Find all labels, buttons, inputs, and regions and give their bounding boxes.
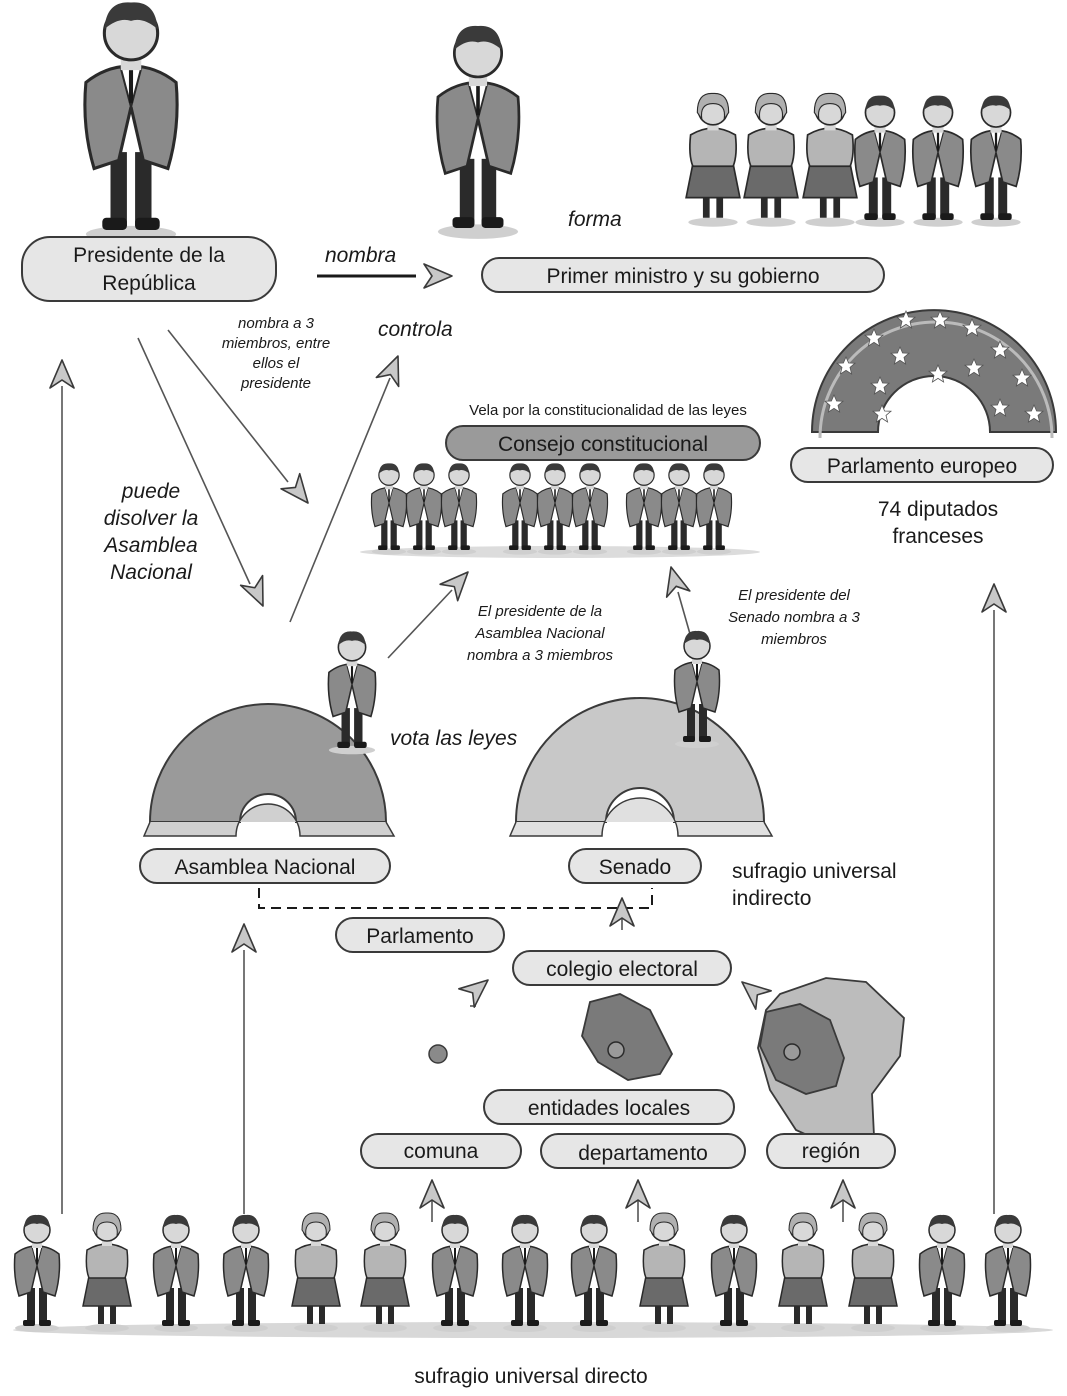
arrowhead-icon (239, 574, 275, 612)
president-figure-icon (85, 2, 177, 242)
national-assembly-hemicycle-icon (142, 703, 396, 837)
electoral-college-label: colegio electoral (546, 958, 698, 981)
president-label-line-1: Presidente de la (73, 244, 225, 267)
parliament-box: Parlamento (335, 917, 505, 953)
svg-text:nombra a 3: nombra a 3 (238, 315, 315, 332)
government-figures-icon (685, 92, 1023, 228)
department-label: departamento (578, 1142, 708, 1165)
annotation-nombra: nombra (325, 244, 396, 267)
department-map-icon (581, 993, 674, 1081)
council-members-icon (360, 462, 760, 558)
local-entities-box: entidades locales (483, 1089, 735, 1125)
constitutional-council-box: Consejo constitucional (445, 425, 761, 461)
annotation-forma: forma (568, 208, 622, 231)
national-assembly-box: Asamblea Nacional (139, 848, 391, 884)
prime-minister-label: Primer ministro y su gobierno (546, 265, 819, 288)
senate-hemicycle-icon (508, 697, 774, 837)
commune-label: comuna (404, 1140, 479, 1163)
annotation-direct-suffrage: sufragio universal directo (414, 1365, 647, 1388)
local-entities-label: entidades locales (528, 1097, 690, 1120)
commune-box: comuna (360, 1133, 522, 1169)
arrowhead-icon (439, 563, 478, 602)
arrowhead-icon (458, 970, 497, 1008)
svg-text:nombra a 3 miembros: nombra a 3 miembros (467, 647, 613, 664)
citizens-row-icon (13, 1212, 1053, 1338)
arrowhead-icon (49, 359, 75, 389)
svg-text:El presidente de la: El presidente de la (478, 603, 602, 620)
european-parliament-box: Parlamento europeo (790, 447, 1054, 483)
parliament-label: Parlamento (366, 925, 473, 948)
arrowhead-icon (981, 583, 1007, 613)
svg-text:franceses: franceses (892, 525, 983, 548)
svg-text:disolver la: disolver la (104, 507, 199, 530)
president-label-line-2: República (102, 272, 196, 295)
prime-minister-figure-icon (435, 24, 521, 241)
region-label: región (802, 1140, 860, 1163)
svg-text:miembros: miembros (761, 631, 827, 648)
arrowhead-icon (658, 563, 691, 598)
svg-text:74 diputados: 74 diputados (878, 498, 998, 521)
prime-minister-box: Primer ministro y su gobierno (481, 257, 885, 293)
european-parliament-label: Parlamento europeo (827, 455, 1017, 478)
annotation-european-deputies: 74 diputados franceses (878, 498, 998, 548)
annotation-senate-president-names: El presidente del Senado nombra a 3 miem… (728, 587, 860, 648)
svg-text:indirecto: indirecto (732, 887, 811, 910)
national-assembly-label: Asamblea Nacional (175, 856, 356, 879)
svg-text:miembros, entre: miembros, entre (222, 335, 330, 352)
svg-text:Asamblea Nacional: Asamblea Nacional (474, 625, 605, 642)
senate-label: Senado (599, 856, 671, 879)
arrowhead-icon (231, 923, 257, 953)
svg-text:Asamblea: Asamblea (102, 534, 197, 557)
svg-text:Nacional: Nacional (110, 561, 193, 584)
president-box: Presidente de la República (21, 236, 277, 302)
annotation-votes-laws: vota las leyes (390, 727, 518, 750)
annotation-controla: controla (378, 318, 453, 341)
department-box: departamento (540, 1133, 746, 1169)
european-parliament-hemicycle-icon (810, 309, 1058, 439)
arrowhead-icon (733, 972, 772, 1010)
annotation-can-dissolve: puede disolver la Asamblea Nacional (102, 480, 198, 584)
svg-text:Senado nombra a 3: Senado nombra a 3 (728, 609, 860, 626)
arrowhead-icon (375, 350, 410, 388)
annotation-indirect-suffrage: sufragio universal indirecto (732, 860, 897, 910)
senate-box: Senado (568, 848, 702, 884)
annotation-names-three: nombra a 3 miembros, entre ellos el pres… (222, 315, 330, 392)
annotation-council-role: Vela por la constitucionalidad de las le… (469, 402, 747, 419)
region-map-icon (757, 977, 905, 1149)
svg-text:ellos el: ellos el (253, 355, 300, 372)
svg-text:presidente: presidente (240, 375, 311, 392)
commune-map-icon (428, 1044, 448, 1064)
electoral-college-box: colegio electoral (512, 950, 732, 986)
arrowhead-icon (423, 263, 453, 289)
svg-text:puede: puede (121, 480, 180, 503)
annotation-assembly-president-names: El presidente de la Asamblea Nacional no… (467, 603, 613, 664)
constitutional-council-label: Consejo constitucional (498, 433, 708, 456)
region-box: región (766, 1133, 896, 1169)
svg-text:sufragio universal: sufragio universal (732, 860, 897, 883)
svg-text:El presidente del: El presidente del (738, 587, 850, 604)
